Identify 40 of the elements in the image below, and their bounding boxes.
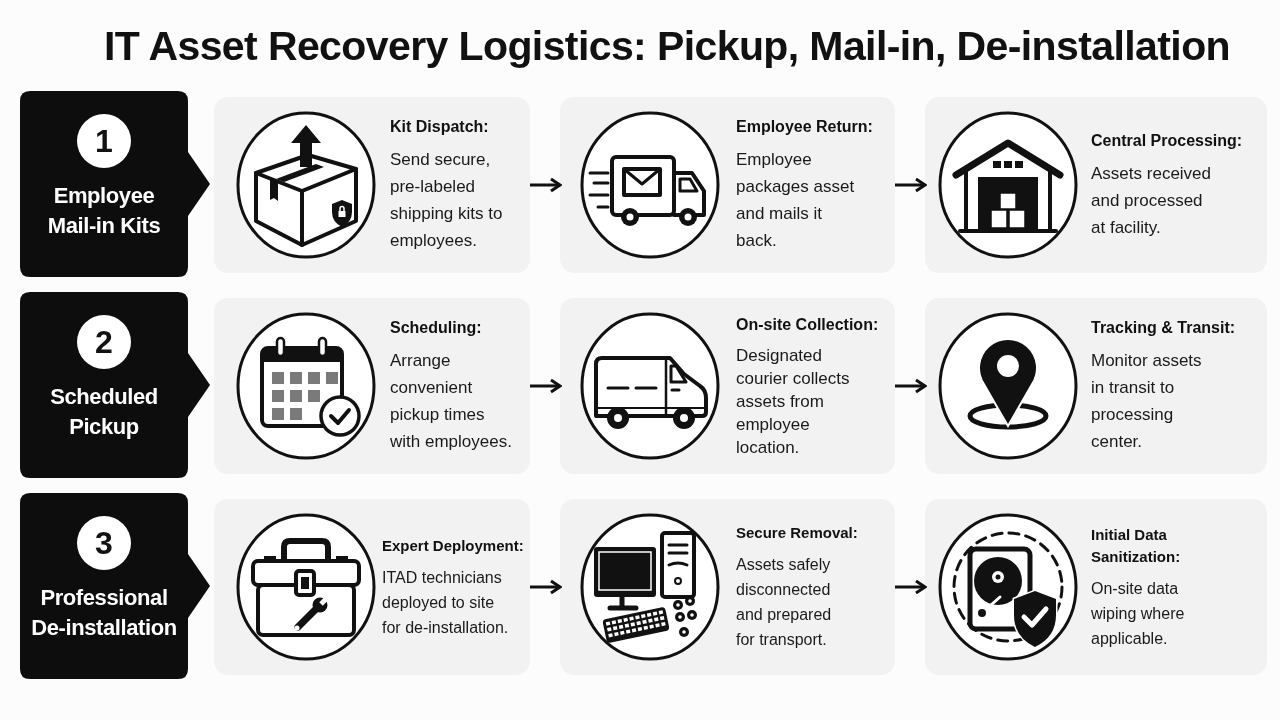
phase-tab <box>20 493 210 679</box>
phase-tab <box>20 292 210 478</box>
step-description: Designated courier collects assets from employee location. <box>736 344 851 459</box>
step-description: Arrange convenient pickup times with employees. <box>390 350 513 453</box>
step-description: Send secure, pre-labeled shipping kits to employees. <box>390 149 504 252</box>
phase-title: Scheduled Pickup <box>49 383 159 441</box>
step-description: Assets safely disconnected and prepared for transport. <box>736 555 833 650</box>
arrow <box>530 177 562 193</box>
step-card <box>214 97 530 273</box>
arrow <box>895 378 927 394</box>
step-heading: Expert Deployment: <box>382 535 524 556</box>
arrow <box>895 579 927 595</box>
step-card <box>925 298 1267 474</box>
step-heading: Kit Dispatch: <box>390 117 489 137</box>
step-card <box>214 298 530 474</box>
step-card <box>560 298 895 474</box>
step-description: On-site data wiping where applicable. <box>1091 578 1186 649</box>
step-description: Assets received and processed at facility. <box>1091 162 1213 239</box>
arrow <box>530 378 562 394</box>
step-description: ITAD technicians deployed to site for de-installation. <box>382 567 510 638</box>
phase-tab <box>20 91 210 277</box>
arrow <box>530 579 562 595</box>
step-card <box>560 499 895 675</box>
step-card <box>925 499 1267 675</box>
diagram-title: IT Asset Recovery Logistics: Pickup, Mail-in, De-installation <box>103 22 1231 71</box>
phase-title: Employee Mail-in Kits <box>46 182 162 240</box>
step-heading: Scheduling: <box>390 318 482 338</box>
step-heading: Initial Data Sanitization: <box>1091 524 1182 567</box>
step-description: Employee packages asset and mails it back. <box>736 149 856 252</box>
step-heading: Employee Return: <box>736 117 873 137</box>
step-heading: Central Processing: <box>1091 130 1243 151</box>
step-card <box>925 97 1267 273</box>
step-heading: Tracking & Transit: <box>1091 318 1236 338</box>
step-card <box>560 97 895 273</box>
arrow <box>895 177 927 193</box>
step-description: Monitor assets in transit to processing center. <box>1091 350 1203 453</box>
step-heading: Secure Removal: <box>736 523 858 543</box>
phase-title: Professional De-installation <box>30 584 178 642</box>
step-card <box>214 499 530 675</box>
step-heading: On-site Collection: <box>736 314 879 335</box>
